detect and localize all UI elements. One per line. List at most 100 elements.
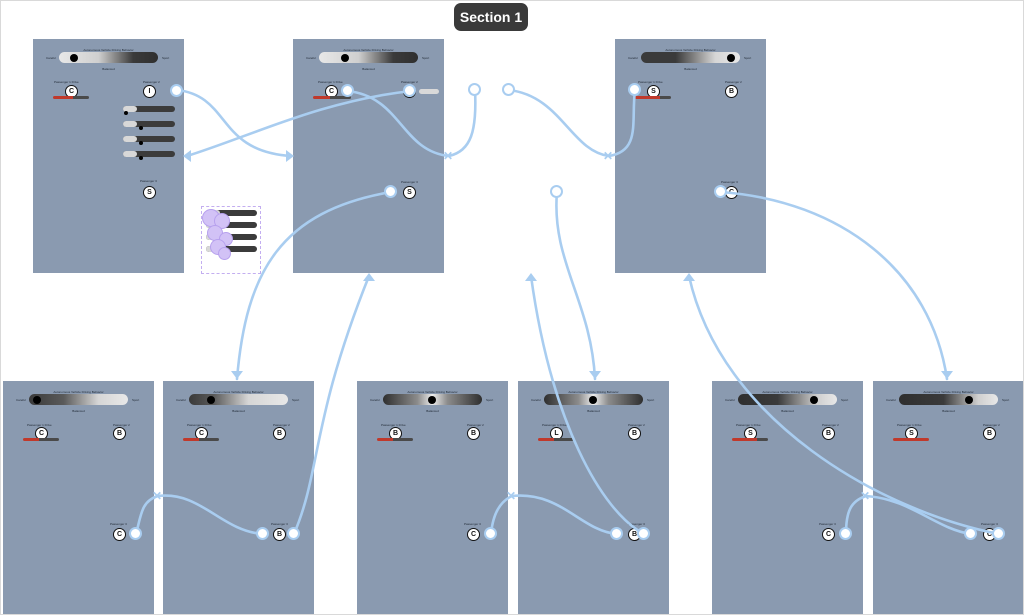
driving-style-slider[interactable] [59,52,158,63]
cautious-label: Careful [628,56,638,60]
close-icon[interactable]: ✕ [152,489,163,503]
balanced-label: Balanced [102,67,115,71]
driving-style-slider[interactable] [319,52,418,63]
passenger-2-badge[interactable]: B [628,427,641,440]
connection-handle[interactable] [129,527,142,540]
passenger-2-badge[interactable]: B [113,427,126,440]
slider-knob[interactable] [33,396,41,404]
passenger-1-label: Passenger 1 Drive [638,80,663,84]
connection-handle[interactable] [468,83,481,96]
passenger-3-badge[interactable]: C [822,528,835,541]
arrow-up-icon [363,273,375,281]
frame-bottom-3[interactable]: Autonomous Vehicle Driving Behavior Care… [357,381,508,614]
connection-handle[interactable] [964,527,977,540]
connection-handle[interactable] [484,527,497,540]
frame-bottom-4[interactable]: Autonomous Vehicle Driving Behavior Care… [518,381,669,614]
frame-top-left[interactable]: Autonomous Vehicle Driving Behavior Care… [33,39,184,273]
driving-style-slider[interactable] [641,52,740,63]
frame-top-right[interactable]: Autonomous Vehicle Driving Behavior Care… [615,39,766,273]
close-icon[interactable]: ✕ [506,489,517,503]
passenger-2-badge[interactable]: B [983,427,996,440]
driving-style-slider[interactable] [544,394,643,405]
frame-bottom-6[interactable]: Autonomous Vehicle Driving Behavior Care… [873,381,1023,614]
passenger-3-badge[interactable]: C [467,528,480,541]
passenger-2-badge[interactable]: B [273,427,286,440]
connection-wire [507,88,611,158]
aggressive-label: Sport [486,398,494,402]
slider-knob[interactable] [70,54,78,62]
selected-component-box[interactable] [201,206,261,274]
connection-handle[interactable] [170,84,183,97]
slider-knob[interactable] [810,396,818,404]
connection-handle[interactable] [714,185,727,198]
arrow-up-icon [525,273,537,281]
passenger-3-label: Passenger 3 [628,522,645,526]
close-icon[interactable]: ✕ [603,149,614,163]
connection-handle[interactable] [403,84,416,97]
connection-handle[interactable] [992,527,1005,540]
passenger-3-badge[interactable]: S [403,186,416,199]
frame-bottom-2[interactable]: Autonomous Vehicle Driving Behavior Care… [163,381,314,614]
close-icon[interactable]: ✕ [860,489,871,503]
aggressive-label: Sport [647,398,655,402]
driving-style-slider[interactable] [738,394,837,405]
arrow-down-icon [941,371,953,379]
frame-header: Autonomous Vehicle Driving Behavior [343,48,394,52]
connection-handle[interactable] [839,527,852,540]
slider-knob[interactable] [727,54,735,62]
passenger-2-badge[interactable]: B [725,85,738,98]
connection-handle[interactable] [637,527,650,540]
connection-handle[interactable] [384,185,397,198]
passenger-1-bar [635,96,671,99]
balanced-label: Balanced [362,67,375,71]
passenger-1-bar [377,438,413,441]
passenger-1-bar [893,438,929,441]
passenger-3-badge[interactable]: C [725,186,738,199]
frame-bottom-1[interactable]: Autonomous Vehicle Driving Behavior Care… [3,381,154,614]
option-slider-1[interactable] [123,106,175,115]
connection-handle[interactable] [341,84,354,97]
passenger-3-badge[interactable]: S [143,186,156,199]
frame-top-center[interactable]: Autonomous Vehicle Driving Behavior Care… [293,39,444,273]
slider-knob[interactable] [589,396,597,404]
passenger-2-badge[interactable]: I [143,85,156,98]
driving-style-slider[interactable] [383,394,482,405]
cautious-label: Careful [306,56,316,60]
passenger-1-badge[interactable]: S [647,85,660,98]
passenger-3-label: Passenger 3 [819,522,836,526]
option-slider-4[interactable] [123,151,175,160]
balanced-label: Balanced [426,409,439,413]
connection-handle[interactable] [287,527,300,540]
frame-bottom-5[interactable]: Autonomous Vehicle Driving Behavior Care… [712,381,863,614]
slider-knob[interactable] [965,396,973,404]
section-label[interactable]: Section 1 [454,3,528,31]
close-icon[interactable]: ✕ [443,149,454,163]
passenger-3-label: Passenger 3 [401,180,418,184]
driving-style-slider[interactable] [189,394,288,405]
option-slider-3[interactable] [123,136,175,145]
driving-style-slider[interactable] [899,394,998,405]
passenger-2-pill[interactable] [419,89,439,94]
cautious-label: Careful [176,398,186,402]
option-slider-2[interactable] [123,121,175,130]
connection-handle[interactable] [628,83,641,96]
connection-handle[interactable] [610,527,623,540]
passenger-3-badge[interactable]: B [273,528,286,541]
passenger-1-badge[interactable]: C [65,85,78,98]
connection-handle[interactable] [502,83,515,96]
cautious-label: Careful [886,398,896,402]
passenger-2-badge[interactable]: B [467,427,480,440]
driving-style-slider[interactable] [29,394,128,405]
passenger-1-label: Passenger 1 Drive [54,80,79,84]
slider-knob[interactable] [341,54,349,62]
passenger-3-badge[interactable]: C [113,528,126,541]
slider-knob[interactable] [428,396,436,404]
connection-handle[interactable] [550,185,563,198]
slider-knob[interactable] [207,396,215,404]
passenger-3-label: Passenger 3 [140,179,157,183]
balanced-label: Balanced [72,409,85,413]
selection-handle[interactable] [218,247,231,260]
connection-handle[interactable] [256,527,269,540]
passenger-2-badge[interactable]: B [822,427,835,440]
